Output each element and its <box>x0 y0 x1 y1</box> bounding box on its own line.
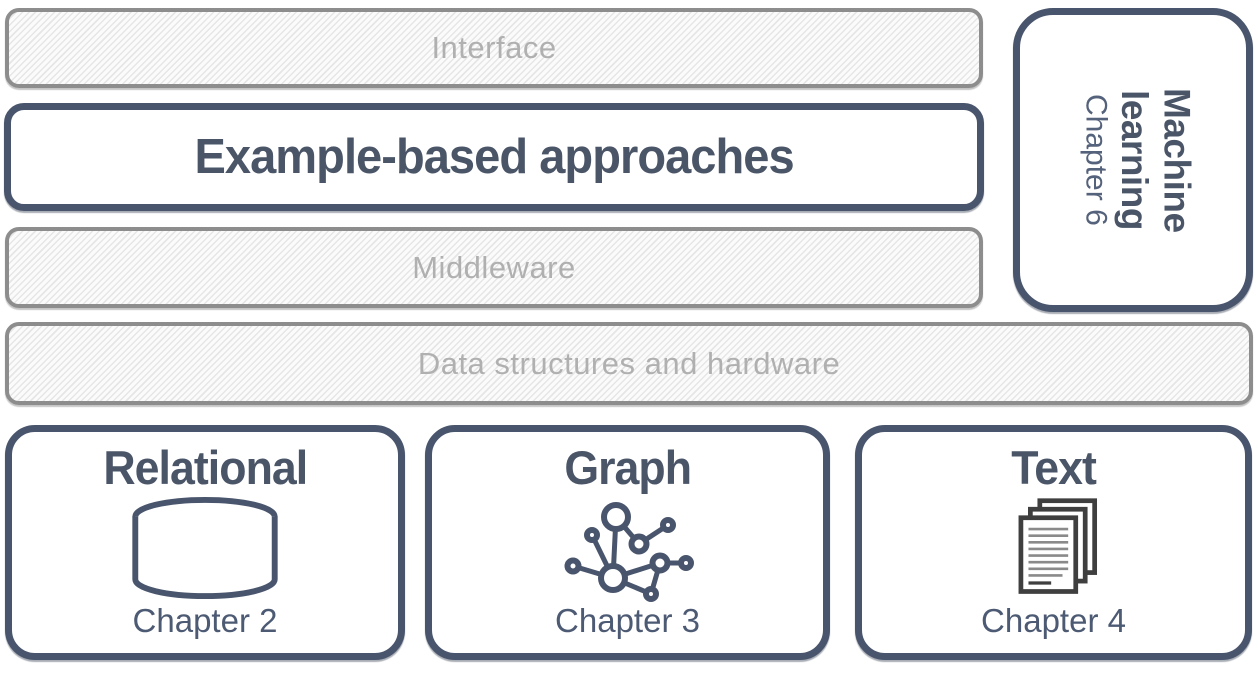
card-text-chapter: Chapter 4 <box>981 602 1126 639</box>
machine-learning-vertical-text: Machine learning Chapter 6 <box>1068 55 1197 265</box>
database-cylinder-icon <box>126 494 284 602</box>
layer-interface-label: Interface <box>431 30 557 65</box>
card-text-title: Text <box>1011 441 1097 494</box>
document-stack-icon <box>1002 495 1106 601</box>
card-text: Text C <box>855 425 1252 660</box>
machine-learning-panel: Machine learning Chapter 6 <box>1013 8 1253 312</box>
card-graph: Graph <box>425 425 830 660</box>
graph-network-icon <box>553 492 703 604</box>
card-relational-title: Relational <box>103 441 308 494</box>
layer-example-based-approaches: Example-based approaches <box>4 103 984 211</box>
layer-data-structures-hardware-label: Data structures and hardware <box>417 345 841 381</box>
layer-data-structures-hardware: Data structures and hardware <box>5 322 1253 405</box>
layer-middleware: Middleware <box>5 227 983 308</box>
card-graph-title: Graph <box>564 441 692 494</box>
card-relational-chapter: Chapter 2 <box>132 602 278 639</box>
card-relational: Relational Chapter 2 <box>5 425 405 660</box>
layer-interface: Interface <box>5 8 983 88</box>
layer-example-based-approaches-label: Example-based approaches <box>194 130 794 184</box>
machine-learning-title: Machine learning <box>1114 87 1198 233</box>
layer-middleware-label: Middleware <box>412 249 576 285</box>
card-graph-chapter: Chapter 3 <box>555 602 700 639</box>
machine-learning-chapter: Chapter 6 <box>1079 94 1113 226</box>
